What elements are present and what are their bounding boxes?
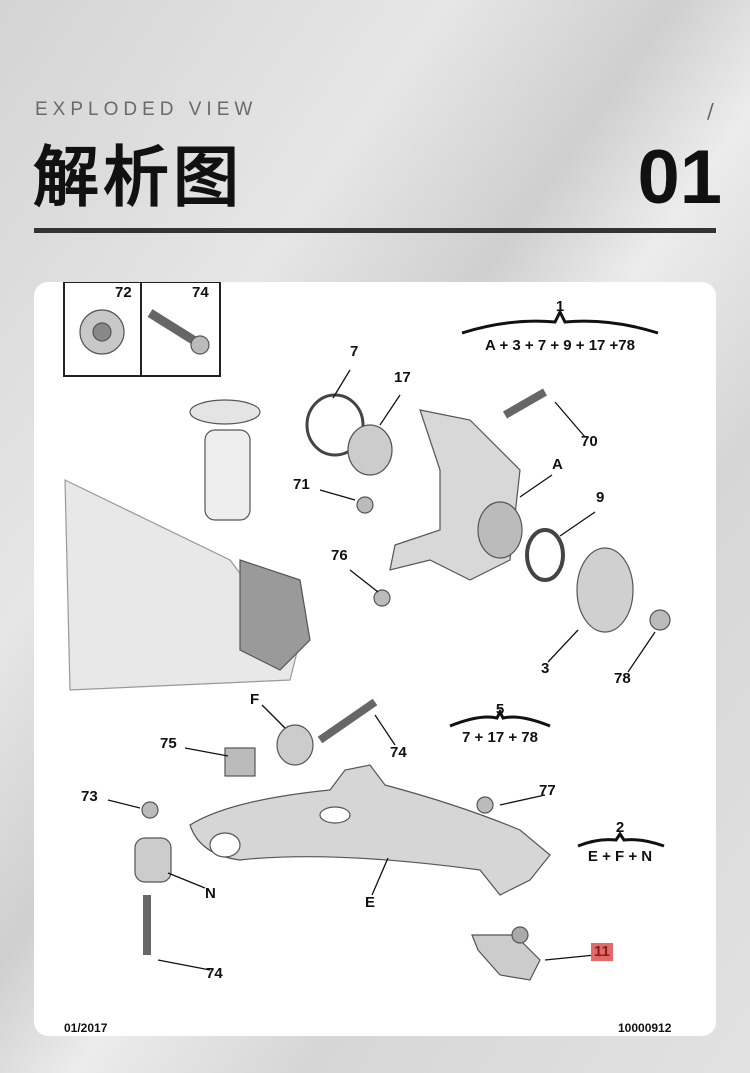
- callout-78: 78: [614, 670, 631, 687]
- inset-box-74: [140, 282, 221, 377]
- callout-11-highlighted: 11: [591, 943, 613, 961]
- callout-E: E: [365, 894, 376, 911]
- callout-73: 73: [81, 788, 98, 805]
- callout-75: 75: [160, 735, 177, 752]
- group-5-formula: 7 + 17 + 78: [462, 729, 538, 746]
- group-1-id: 1: [555, 298, 565, 315]
- group-2-id: 2: [615, 819, 625, 836]
- callout-A: A: [552, 456, 563, 473]
- group-2-formula: E + F + N: [587, 848, 653, 865]
- page-title: 解析图: [33, 139, 243, 216]
- callout-76: 76: [331, 547, 348, 564]
- subtitle: EXPLODED VIEW: [35, 99, 258, 120]
- bolt-icon: [147, 309, 201, 347]
- group-1-formula: A + 3 + 7 + 9 + 17 +78: [485, 337, 635, 354]
- diagram-date: 01/2017: [64, 1021, 108, 1035]
- group-5-id: 5: [495, 701, 505, 718]
- callout-74: 74: [390, 744, 407, 761]
- callout-71: 71: [293, 476, 310, 493]
- diagram-ref: 10000912: [618, 1021, 672, 1035]
- diagram-art: [63, 282, 671, 981]
- divider: [34, 228, 716, 233]
- callout-N: N: [205, 885, 216, 902]
- inset-label-74: 74: [192, 284, 209, 301]
- callout-17: 17: [394, 369, 411, 386]
- callout-70: 70: [581, 433, 598, 450]
- slash: /: [707, 99, 714, 123]
- inset-label-72: 72: [115, 284, 132, 301]
- exploded-diagram: 72 74 1 A + 3 + 7 + 9 + 17 +78 5 7 + 17 …: [34, 282, 716, 1036]
- callout-3: 3: [541, 660, 550, 677]
- section-number: 01: [637, 135, 722, 220]
- callout-74-bottom: 74: [206, 965, 223, 982]
- callout-9: 9: [596, 489, 605, 506]
- callout-7: 7: [350, 343, 359, 360]
- callout-F: F: [250, 691, 260, 708]
- callout-77: 77: [539, 782, 556, 799]
